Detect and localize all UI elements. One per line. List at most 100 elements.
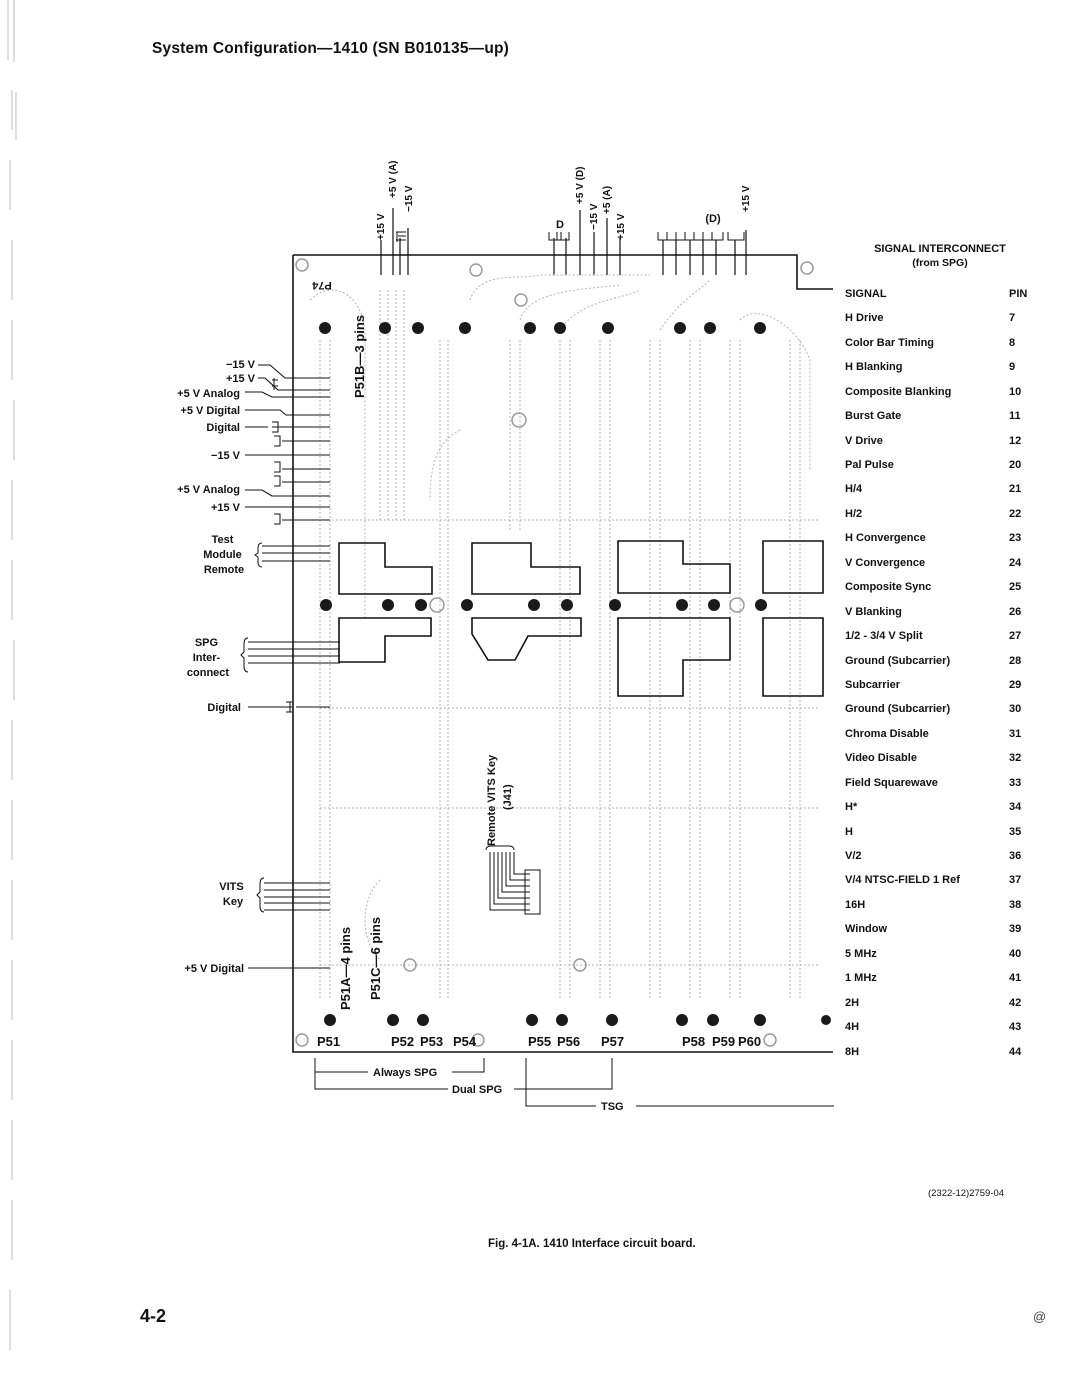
ic-outline bbox=[762, 617, 824, 697]
signal-name: Composite Sync bbox=[845, 581, 932, 594]
p51c-label: P51C—6 pins bbox=[368, 917, 383, 1000]
left-label: Digital bbox=[207, 702, 241, 714]
table-row: Composite Blanking 10 bbox=[845, 385, 1035, 409]
pin-number: 39 bbox=[1009, 923, 1022, 936]
board-outline bbox=[292, 254, 833, 1053]
left-label: −15 V bbox=[226, 359, 256, 371]
left-label: +5 V Digital bbox=[180, 405, 240, 417]
signal-name: Color Bar Timing bbox=[845, 336, 935, 349]
signal-name: H/2 bbox=[845, 507, 863, 520]
signal-name: Field Squarewave bbox=[845, 776, 938, 789]
ic-outline bbox=[617, 540, 731, 594]
internal-labels: P51B—3 pins P51A—4 pins P51C—6 pins Remo… bbox=[338, 315, 514, 1010]
connector-label: P58 bbox=[682, 1034, 705, 1049]
left-label: +15 V bbox=[226, 373, 256, 385]
ic-outline bbox=[471, 617, 582, 661]
pin-number: 36 bbox=[1009, 850, 1022, 863]
p51b-label: P51B—3 pins bbox=[352, 315, 367, 398]
signal-name: Subcarrier bbox=[845, 678, 901, 691]
signal-name: H/4 bbox=[845, 483, 863, 496]
signal-name: Ground (Subcarrier) bbox=[845, 703, 951, 716]
signal-name: 8H bbox=[845, 1045, 860, 1058]
signal-name: V Blanking bbox=[845, 605, 902, 618]
always-spg-label: Always SPG bbox=[373, 1067, 437, 1079]
left-label: +5 V Digital bbox=[184, 963, 244, 975]
test-module-remote-label: Test Module Remote bbox=[203, 534, 245, 576]
connector-label: P56 bbox=[557, 1034, 580, 1049]
signal-name: Composite Blanking bbox=[845, 385, 952, 398]
pin-number: 8 bbox=[1009, 336, 1016, 349]
top-wires bbox=[380, 208, 747, 275]
signal-name: Ground (Subcarrier) bbox=[845, 654, 951, 667]
table-row: V/2 36 bbox=[845, 849, 1035, 873]
table-row: Ground (Subcarrier)28 bbox=[845, 654, 1035, 678]
top-label: −15 V bbox=[404, 185, 415, 212]
top-label: +5 V (A) bbox=[388, 160, 399, 198]
signal-name: H Convergence bbox=[845, 532, 926, 545]
table-header: SIGNAL PIN bbox=[845, 287, 1035, 311]
p51a-label: P51A—4 pins bbox=[338, 927, 353, 1010]
table-subtitle: (from SPG) bbox=[912, 257, 968, 269]
top-labels: +15 V +5 V (A) −15 V D +5 V (D) −15 V +5… bbox=[376, 160, 752, 240]
signal-name: H* bbox=[845, 801, 858, 814]
page-title: System Configuration—1410 (SN B010135—up… bbox=[152, 40, 510, 57]
table-row: Ground (Subcarrier)30 bbox=[845, 702, 1035, 726]
ic-outlines bbox=[338, 540, 824, 697]
pin-number: 33 bbox=[1009, 776, 1022, 789]
signal-name: Pal Pulse bbox=[845, 459, 894, 472]
signal-name: Burst Gate bbox=[845, 410, 902, 423]
signal-name: H bbox=[845, 825, 853, 838]
pin-number: 12 bbox=[1009, 434, 1022, 447]
left-labels: −15 V +15 V +5 V Analog +5 V Digital Dig… bbox=[177, 359, 256, 975]
pin-number: 7 bbox=[1009, 312, 1016, 325]
table-row: H* 34 bbox=[845, 800, 1035, 824]
pin-number: 24 bbox=[1009, 556, 1022, 569]
connector-label: P54 bbox=[453, 1034, 477, 1049]
pin-number: 23 bbox=[1009, 532, 1022, 545]
pin-number: 34 bbox=[1009, 801, 1022, 814]
pin-number: 40 bbox=[1009, 947, 1022, 960]
left-braces bbox=[240, 542, 265, 913]
dual-spg-label: Dual SPG bbox=[452, 1084, 502, 1096]
left-label: +5 V Analog bbox=[177, 484, 240, 496]
drawing-code: (2322-12)2759-04 bbox=[928, 1188, 1005, 1199]
header-pin: PIN bbox=[1009, 288, 1028, 300]
connector-label: P52 bbox=[391, 1034, 414, 1049]
spg-interconnect-label: SPG Inter- connect bbox=[187, 637, 230, 679]
pin-number: 44 bbox=[1009, 1045, 1022, 1058]
tsg-label: TSG bbox=[601, 1101, 624, 1113]
left-wires bbox=[245, 364, 340, 969]
pin-number: 43 bbox=[1009, 1021, 1022, 1034]
ic-outline bbox=[471, 542, 581, 595]
top-label: +15 V bbox=[616, 213, 627, 240]
signal-name: V/2 bbox=[845, 850, 862, 863]
connector-label: P53 bbox=[420, 1034, 443, 1049]
top-label: +5 (A) bbox=[602, 186, 613, 214]
connector-label: P59 bbox=[712, 1034, 735, 1049]
vits-key-label: VITS Key bbox=[219, 881, 247, 908]
remote-vits-key-label: Remote VITS Key bbox=[486, 754, 498, 846]
top-label: −15 V bbox=[589, 203, 600, 230]
table-row: 8H 44 bbox=[845, 1045, 1035, 1069]
ic-outline bbox=[617, 617, 731, 697]
pin-number: 10 bbox=[1009, 385, 1022, 398]
hatched-holes bbox=[295, 258, 814, 1047]
signal-interconnect-table: SIGNAL INTERCONNECT (from SPG) SIGNAL PI… bbox=[845, 242, 1035, 1069]
signal-name: 16H bbox=[845, 898, 866, 911]
connector-labels: P51 P52 P53 P54 P55 P56 P57 P58 P59 P60 bbox=[317, 1034, 761, 1049]
signal-name: 1 MHz bbox=[845, 972, 877, 985]
j41-label: (J41) bbox=[502, 784, 514, 810]
pin-number: 27 bbox=[1009, 630, 1022, 643]
signal-name: 5 MHz bbox=[845, 947, 877, 960]
signal-name: 2H bbox=[845, 996, 860, 1009]
